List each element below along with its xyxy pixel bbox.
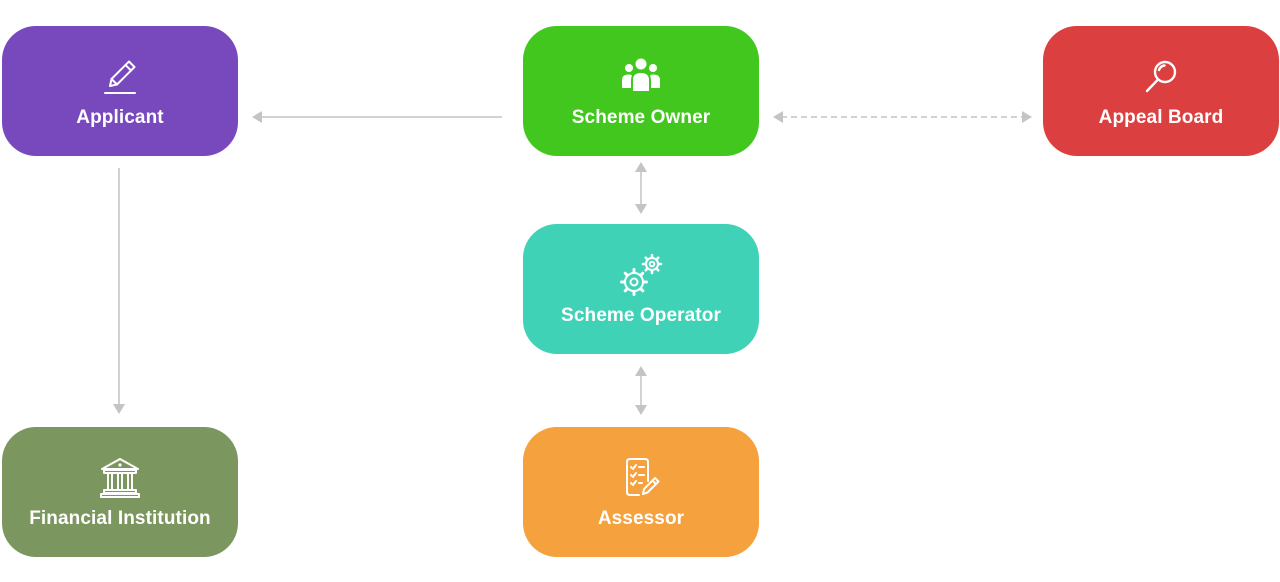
node-label: Financial Institution	[29, 508, 211, 529]
gears-icon	[617, 251, 665, 299]
node-label: Applicant	[76, 107, 164, 128]
node-label: Assessor	[597, 508, 685, 529]
checklist-edit-icon	[617, 454, 665, 502]
node-label: Scheme Owner	[571, 107, 711, 128]
node-scheme-operator[interactable]: Scheme Operator	[523, 224, 759, 354]
node-label: Scheme Operator	[561, 305, 721, 326]
connector-applicant-to-financial	[113, 168, 125, 414]
connector-owner-operator	[635, 162, 647, 214]
connector-owner-appeal-board	[773, 111, 1032, 123]
magnifier-icon	[1137, 53, 1185, 101]
connector-owner-to-applicant	[252, 111, 502, 123]
node-appeal-board[interactable]: Appeal Board	[1043, 26, 1279, 156]
pencil-icon	[96, 53, 144, 101]
node-label: Appeal Board	[1098, 107, 1224, 128]
node-assessor[interactable]: Assessor	[523, 427, 759, 557]
node-scheme-owner[interactable]: Scheme Owner	[523, 26, 759, 156]
node-financial-institution[interactable]: Financial Institution	[2, 427, 238, 557]
connector-operator-assessor	[635, 366, 647, 415]
users-icon	[617, 53, 665, 101]
node-applicant[interactable]: Applicant	[2, 26, 238, 156]
bank-icon	[96, 454, 144, 502]
